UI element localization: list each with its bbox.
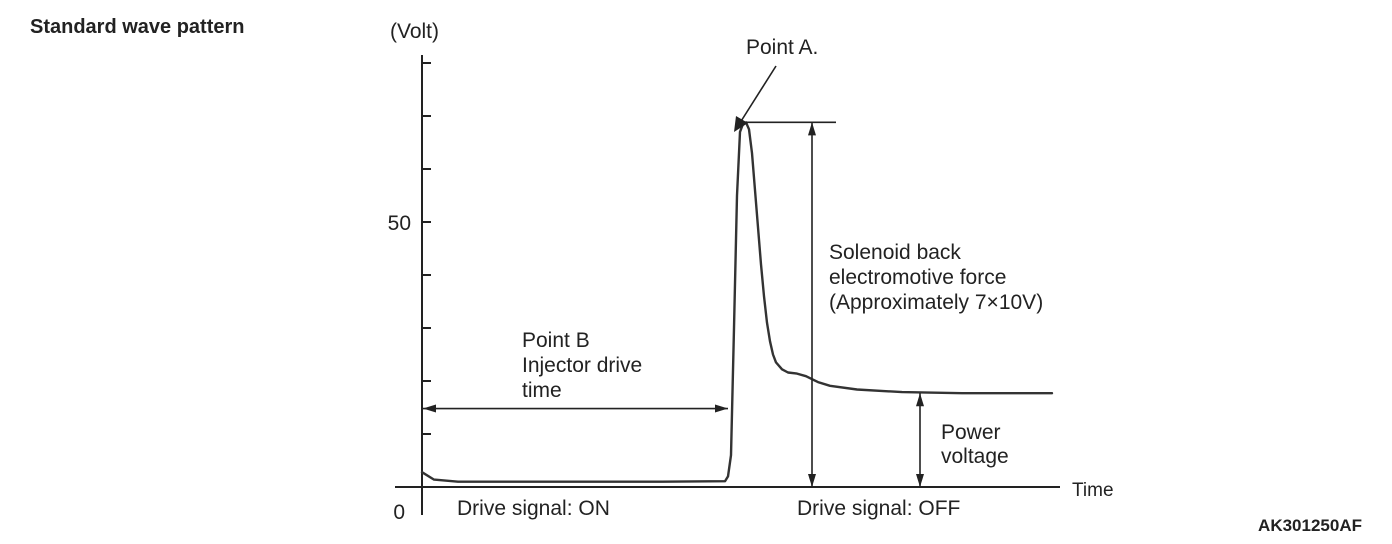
power-label-line1: Power	[941, 421, 1001, 444]
drive-signal-off-label: Drive signal: OFF	[797, 497, 960, 520]
point-b-label-line2: Injector drive	[522, 354, 642, 377]
point-a-arrowhead	[734, 116, 748, 132]
point-a-label: Point A.	[746, 36, 818, 59]
solenoid-label-line3: (Approximately 7×10V)	[829, 291, 1043, 314]
solenoid-arrow-bottom	[808, 474, 816, 487]
page-title: Standard wave pattern	[30, 16, 245, 38]
solenoid-label-line1: Solenoid back	[829, 241, 961, 264]
point-a-leader	[737, 65, 777, 127]
point-b-label-line3: time	[522, 379, 562, 402]
solenoid-label-line2: electromotive force	[829, 266, 1006, 289]
power-arrow-bottom	[916, 474, 924, 487]
solenoid-arrow-top	[808, 122, 816, 136]
figure-id: AK301250AF	[1258, 516, 1362, 535]
drive-arrow-left	[423, 404, 436, 413]
y-tick-label-50: 50	[388, 212, 411, 235]
power-arrow-top	[916, 393, 924, 407]
drive-arrow-right	[715, 404, 728, 413]
drive-signal-on-label: Drive signal: ON	[457, 497, 610, 520]
y-axis-label: (Volt)	[390, 20, 439, 43]
power-label-line2: voltage	[941, 445, 1009, 468]
point-b-label-line1: Point B	[522, 329, 590, 352]
y-axis-ticks	[422, 62, 431, 435]
x-axis-label: Time	[1072, 480, 1114, 501]
voltage-waveform	[420, 121, 1054, 483]
y-tick-label-0: 0	[393, 501, 405, 524]
